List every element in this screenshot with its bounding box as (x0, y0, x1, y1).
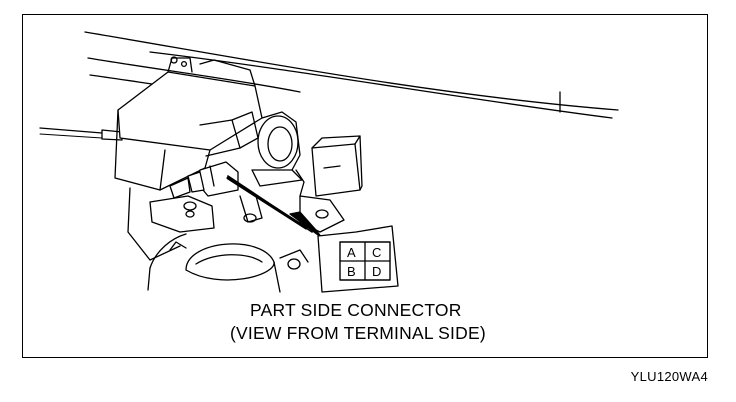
caption-subtitle: (VIEW FROM TERMINAL SIDE) (230, 323, 486, 343)
actuator-housing (114, 56, 263, 191)
pin-b: B (347, 264, 356, 279)
figure-code: YLU120WA4 (630, 369, 708, 384)
hood-line (84, 31, 619, 111)
pin-a: A (347, 245, 356, 260)
sensor-body (251, 111, 305, 197)
dome-cap (147, 233, 281, 293)
fender-line (87, 57, 301, 93)
connector-inset: A C B D (317, 225, 399, 293)
figure-frame (22, 14, 708, 358)
wire-harness (39, 127, 103, 134)
pin-d: D (372, 264, 381, 279)
caption-title: PART SIDE CONNECTOR (250, 300, 462, 320)
pointer-arrow (289, 211, 323, 239)
relay-box (311, 135, 363, 197)
pin-c: C (372, 245, 381, 260)
vehicle-connector (169, 161, 239, 199)
lower-mounting (127, 187, 345, 270)
